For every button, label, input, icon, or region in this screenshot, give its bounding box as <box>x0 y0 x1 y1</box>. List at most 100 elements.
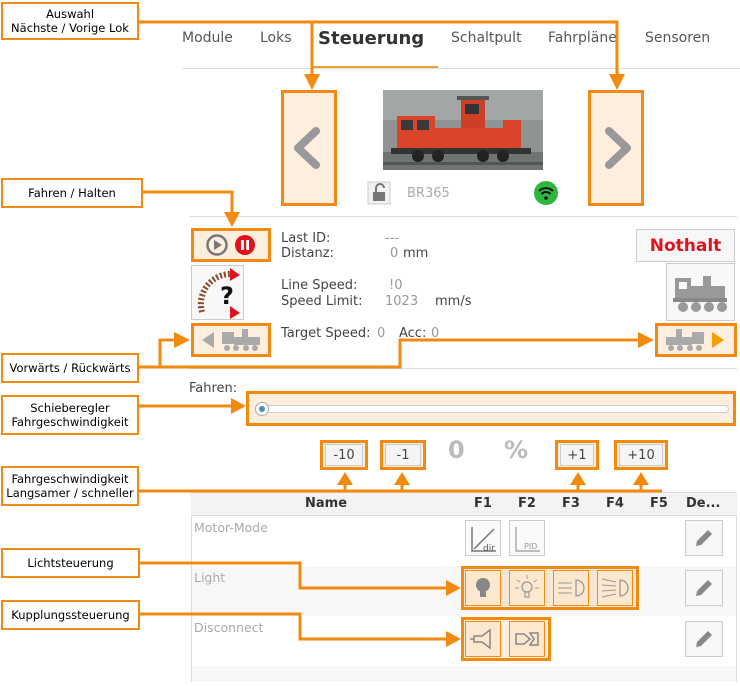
row-name-motor-mode: Motor-Mode <box>194 520 268 535</box>
turntable-question-icon: ? <box>197 268 240 319</box>
col-name: Name <box>305 496 348 511</box>
f4-light-button[interactable] <box>597 570 633 606</box>
col-f2: F2 <box>518 496 536 511</box>
speed-slider-track[interactable] <box>255 405 729 413</box>
divider <box>189 368 737 369</box>
f1-uncouple-button[interactable] <box>465 621 501 657</box>
forward-button[interactable] <box>655 323 737 357</box>
speed-percent-unit: % <box>504 436 529 464</box>
speed-limit-label: Speed Limit: <box>281 294 363 309</box>
acc-value: 0 <box>431 326 440 341</box>
speed-percent-value: 0 <box>448 436 465 464</box>
play-icon <box>206 234 228 256</box>
last-id-label: Last ID: <box>281 231 331 246</box>
tab-module[interactable]: Module <box>182 30 233 46</box>
f1-dir-button[interactable]: dir <box>465 520 501 556</box>
tab-schaltpult[interactable]: Schaltpult <box>451 30 522 46</box>
plus1-button[interactable]: +1 <box>560 444 594 466</box>
target-speed-value: 0 <box>377 326 386 341</box>
annotation-vorwaerts-rueckwaerts: Vorwärts / Rückwärts <box>1 353 139 383</box>
bulb-on-icon <box>515 575 539 598</box>
play-pause-button[interactable] <box>191 228 271 262</box>
target-speed-label: Target Speed: <box>281 326 371 341</box>
distance-unit: mm <box>403 246 429 261</box>
row-name-disconnect: Disconnect <box>194 620 264 635</box>
line-speed-label: Line Speed: <box>281 278 358 293</box>
f2-couple-button[interactable] <box>509 621 545 657</box>
edit-button[interactable] <box>685 621 723 657</box>
distance-value: 0 <box>390 246 399 261</box>
tab-loks[interactable]: Loks <box>260 30 292 46</box>
edit-button[interactable] <box>685 520 723 556</box>
f2-pid-button[interactable]: PID <box>509 520 545 556</box>
prev-loco-button[interactable] <box>281 90 337 206</box>
stop-icon <box>235 235 255 255</box>
speed-slider-handle[interactable] <box>255 402 269 416</box>
emergency-stop-button[interactable]: Nothalt <box>636 229 735 262</box>
plus10-button[interactable]: +10 <box>619 444 663 466</box>
drive-label: Fahren: <box>189 381 238 396</box>
forward-loco-icon <box>666 329 724 351</box>
pid-icon: PID <box>515 527 540 552</box>
col-delete: De... <box>686 496 721 511</box>
col-f5: F5 <box>650 496 668 511</box>
loco-image <box>383 90 543 170</box>
couple-icon <box>515 632 539 646</box>
tab-sensoren[interactable]: Sensoren <box>645 30 711 46</box>
f1-light-button[interactable] <box>465 570 501 606</box>
annotation-lichtsteuerung: Lichtsteuerung <box>1 548 140 578</box>
next-loco-button[interactable] <box>588 90 644 206</box>
f3-light-button[interactable] <box>553 570 589 606</box>
pencil-icon <box>696 631 712 647</box>
reverse-loco-icon <box>202 329 260 351</box>
annotation-auswahl: Auswahl Nächste / Vorige Lok <box>1 2 139 40</box>
lock-open-icon[interactable] <box>367 181 391 205</box>
chevron-right-icon <box>605 127 631 169</box>
svg-text:dir: dir <box>483 544 495 554</box>
divider <box>189 216 737 217</box>
annotation-fahren-halten: Fahren / Halten <box>1 178 143 208</box>
annotation-langsamer-schneller: Fahrgeschwindigkeit Langsamer / schnelle… <box>1 466 139 506</box>
uncouple-icon <box>470 628 491 650</box>
annotation-kupplungssteuerung: Kupplungssteuerung <box>1 600 140 630</box>
acc-label: Acc: <box>399 326 427 341</box>
minus1-button[interactable]: -1 <box>385 444 421 466</box>
line-speed-value: !0 <box>389 278 403 293</box>
divider <box>182 68 740 69</box>
col-f4: F4 <box>606 496 624 511</box>
svg-text:PID: PID <box>524 542 537 551</box>
tab-fahrplaene[interactable]: Fahrpläne <box>548 30 617 46</box>
f2-light-button[interactable] <box>509 570 545 606</box>
col-f1: F1 <box>474 496 492 511</box>
last-id-value: --- <box>385 231 400 246</box>
loco-function-button[interactable] <box>666 263 735 321</box>
dir-icon: dir <box>471 527 496 554</box>
plus1-highlight: +1 <box>555 440 599 470</box>
annotation-schieberegler: Schieberegler Fahrgeschwindigkeit <box>1 395 139 435</box>
table-row <box>192 666 736 682</box>
minus10-highlight: -10 <box>320 440 368 470</box>
pencil-icon <box>696 580 712 596</box>
direction-unknown-button[interactable]: ? <box>191 265 244 320</box>
plus10-highlight: +10 <box>614 440 668 470</box>
pencil-icon <box>696 530 712 546</box>
chevron-left-icon <box>294 127 320 169</box>
wifi-icon <box>534 181 558 205</box>
speed-limit-unit: mm/s <box>435 294 472 309</box>
speed-slider-highlight <box>246 391 736 426</box>
loco-icon <box>673 276 727 312</box>
svg-text:?: ? <box>220 282 234 310</box>
col-f3: F3 <box>562 496 580 511</box>
reverse-button[interactable] <box>191 323 271 357</box>
row-name-light: Light <box>194 570 226 585</box>
minus10-button[interactable]: -10 <box>325 444 363 466</box>
bulb-icon <box>476 578 490 597</box>
tab-steuerung[interactable]: Steuerung <box>318 28 425 49</box>
headlight-icon <box>558 579 585 597</box>
loco-name: BR365 <box>407 186 450 201</box>
headlight-bright-icon <box>601 578 629 598</box>
distance-label: Distanz: <box>281 246 334 261</box>
table-header <box>191 492 737 516</box>
speed-limit-value: 1023 <box>385 294 419 309</box>
edit-button[interactable] <box>685 570 723 606</box>
